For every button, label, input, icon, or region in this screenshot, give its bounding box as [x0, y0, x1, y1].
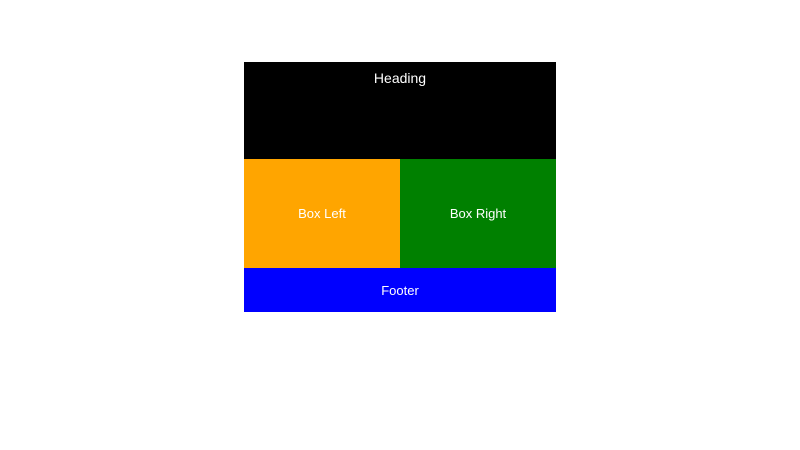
layout-container: Heading Box Left Box Right Footer — [244, 62, 556, 312]
box-right: Box Right — [400, 159, 556, 268]
box-left-text: Box Left — [298, 206, 346, 221]
heading-section: Heading — [244, 62, 556, 159]
footer-section: Footer — [244, 268, 556, 312]
box-left: Box Left — [244, 159, 400, 268]
heading-text: Heading — [373, 70, 427, 86]
box-right-text: Box Right — [449, 206, 507, 221]
footer-text: Footer — [381, 282, 419, 298]
boxes-row: Box Left Box Right — [244, 159, 556, 268]
